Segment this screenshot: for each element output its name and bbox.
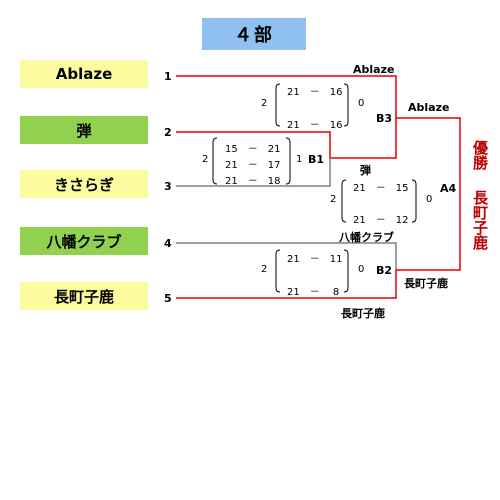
b3-left-total: 2 [261,98,268,109]
bracket-line-nagamachi [176,270,397,299]
b1-right-total: 1 [296,154,303,165]
a4-left-total: 2 [330,194,337,205]
score-bracket-left [341,179,347,223]
a4-finalist-bottom-label: 長町子鹿 [404,277,448,290]
bracket-line-b3-winner [396,117,461,192]
bracket-line-yawata [176,242,397,270]
b3-advance-label: Ablaze [353,63,395,76]
b1-set-3: 21 － 18 [225,176,281,187]
seed-number: 2 [164,126,172,139]
team-kisaragi: きさらぎ [20,170,148,198]
a4-set-2: 21 － 12 [353,215,409,226]
seed-number: 3 [164,180,172,193]
seed-number: 4 [164,237,172,250]
b2-match-code: B2 [376,264,393,277]
b1-left-total: 2 [202,154,209,165]
score-bracket-left [212,137,218,185]
b2-right-total: 0 [358,264,365,275]
champion-name: 長町子鹿 [471,190,489,250]
b2-set-1: 21 － 11 [287,254,343,265]
bracket-line-kisaragi [176,158,331,187]
b3-set-2: 21 － 16 [287,120,343,131]
champion-label: 優勝 [471,140,489,170]
score-bracket-right [343,83,349,127]
a4-set-1: 21 － 15 [353,183,409,194]
division-title: ４部 [202,18,306,50]
score-bracket-right [411,179,417,223]
seed-number: 5 [164,292,172,305]
b1-set-1: 15 － 21 [225,144,281,155]
a4-right-total: 0 [426,194,433,205]
team-dan: 弾 [20,116,148,144]
nagamachi-label: 長町子鹿 [341,307,385,320]
a4-match-code: A4 [440,182,457,195]
seed-number: 1 [164,70,172,83]
b3-match-code: B3 [376,112,393,125]
b2-set-2: 21 － 8 [287,287,340,298]
bracket-line-b2-winner [396,192,461,271]
b2-left-total: 2 [261,264,268,275]
b1-winner-label: 弾 [360,164,371,177]
team-nagamachi-kojika: 長町子鹿 [20,282,148,310]
score-bracket-right [343,249,349,293]
team-yawata-club: 八幡クラブ [20,227,148,255]
score-bracket-left [275,249,281,293]
bracket-line-ablaze [176,75,397,118]
yawata-label: 八幡クラブ [339,231,394,244]
b1-set-2: 21 － 17 [225,160,281,171]
b3-set-1: 21 － 16 [287,87,343,98]
b1-match-code: B1 [308,153,325,166]
team-ablaze: Ablaze [20,60,148,88]
b3-right-total: 0 [358,98,365,109]
a4-finalist-top-label: Ablaze [408,101,450,114]
score-bracket-right [285,137,291,185]
score-bracket-left [275,83,281,127]
